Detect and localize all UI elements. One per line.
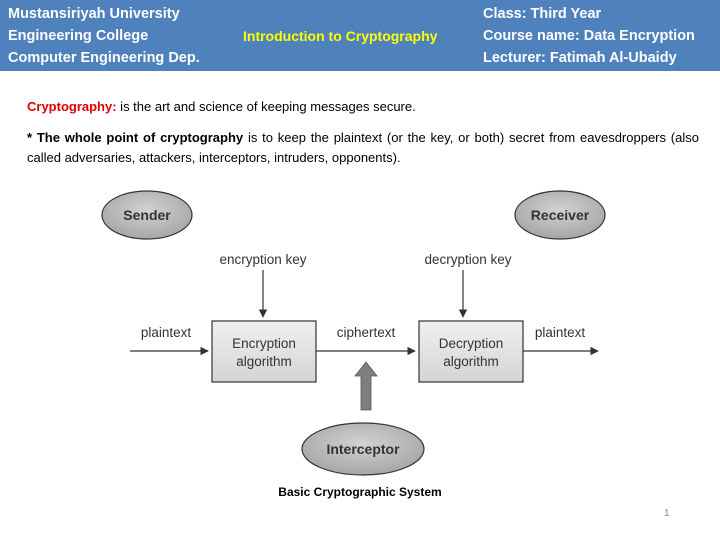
decryption-key-label: decryption key [424,252,511,267]
header-department: Computer Engineering Dep. [8,50,200,66]
decryption-algorithm-box: Decryption algorithm [418,320,524,383]
definition-paragraph: Cryptography: is the art and science of … [27,97,699,117]
decryption-line1: Decryption [439,336,504,351]
sender-node: Sender [101,190,193,240]
header-title: Introduction to Cryptography [243,28,438,44]
slide-header: Mustansiriyah University Engineering Col… [0,0,720,71]
header-class: Class: Third Year [483,6,602,22]
definition-text: is the art and science of keeping messag… [116,99,416,114]
encryption-algorithm-box: Encryption algorithm [211,320,317,383]
encryption-line1: Encryption [232,336,296,351]
purpose-lead: * The whole point of cryptography [27,130,244,145]
purpose-text: is to keep the plaintext (or the key, or… [27,130,699,165]
ciphertext-label: ciphertext [337,325,396,340]
purpose-paragraph: * The whole point of cryptography is to … [27,128,699,168]
encryption-key-label: encryption key [219,252,306,267]
receiver-label: Receiver [531,207,590,223]
header-lecturer: Lecturer: Fatimah Al-Ubaidy [483,50,677,66]
header-course: Course name: Data Encryption [483,28,695,44]
plaintext-out-label: plaintext [535,325,586,340]
sender-label: Sender [123,207,171,223]
header-university: Mustansiriyah University [8,6,180,22]
diagram-caption: Basic Cryptographic System [278,485,442,499]
header-college: Engineering College [8,28,149,44]
term-cryptography: Cryptography: [27,99,117,114]
receiver-node: Receiver [514,190,606,240]
interceptor-node: Interceptor [301,422,425,476]
interceptor-arrow [354,361,378,411]
decryption-line2: algorithm [443,354,499,369]
plaintext-in-label: plaintext [141,325,192,340]
interceptor-label: Interceptor [326,441,400,457]
encryption-line2: algorithm [236,354,292,369]
page-number: 1 [664,508,670,519]
